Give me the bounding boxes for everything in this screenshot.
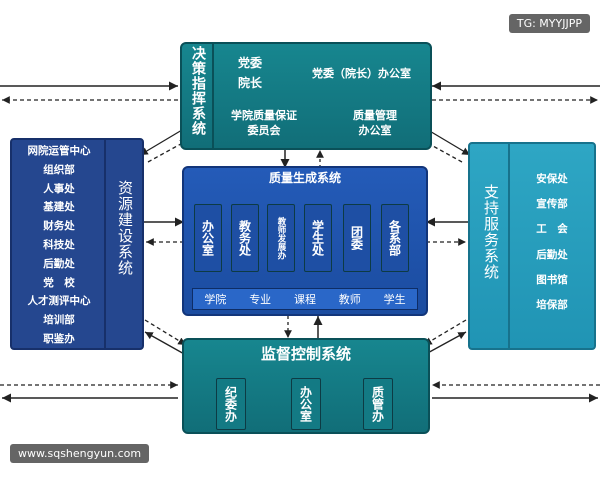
list-item: 基建处 (43, 201, 75, 214)
quality-unit-academic-affairs: 教务处 (231, 204, 259, 272)
list-item: 党 校 (43, 276, 75, 289)
watermark-bottom: www.sqshengyun.com (10, 444, 150, 463)
list-item: 人才测评中心 (27, 295, 91, 308)
quality-unit-teacher-development: 教师发展办 (267, 204, 295, 272)
bottom-item: 学院 (204, 293, 227, 306)
supervision-system-title: 监督控制系统 (260, 345, 351, 363)
supervision-unit-discipline: 纪委办 (216, 378, 246, 430)
quality-unit-departments: 各系部 (381, 204, 409, 272)
support-list: 安保处 宣传部 工 会 后勤处 图书馆 培保部 (512, 172, 592, 312)
list-item: 组织部 (43, 163, 75, 176)
list-item: 网院运管中心 (27, 145, 91, 157)
bottom-item: 专业 (249, 293, 272, 306)
quality-bottom-bar: 学院 专业 课程 教师 学生 (192, 288, 418, 310)
list-item: 工 会 (536, 223, 568, 236)
quality-unit-youth-league: 团委 (343, 204, 371, 272)
bottom-item: 教师 (338, 293, 361, 306)
quality-system-title: 质量生成系统 (268, 171, 341, 185)
list-item: 科技处 (43, 238, 75, 251)
support-system-title: 支持服务系统 (482, 184, 500, 280)
decision-system-box (180, 42, 432, 150)
resources-list: 网院运管中心 组织部 人事处 基建处 财务处 科技处 后勤处 党 校 人才测评中… (12, 144, 106, 346)
resources-system-title: 资源建设系统 (116, 180, 134, 276)
list-item: 宣传部 (536, 198, 568, 211)
resources-divider (104, 140, 106, 348)
dean-label: 院长 (238, 76, 263, 90)
list-item: 图书馆 (536, 273, 568, 286)
bottom-item: 课程 (293, 293, 316, 306)
party-office-label: 党委（院长）办公室 (312, 67, 411, 80)
decision-divider (212, 44, 214, 148)
quality-unit-office: 办公室 (194, 204, 222, 272)
list-item: 安保处 (536, 173, 568, 185)
bottom-item: 学生 (383, 293, 406, 306)
support-system-box (468, 142, 596, 350)
quality-committee-label: 学院质量保证 委员会 (231, 109, 297, 137)
decision-system-title: 决策指挥系统 (190, 46, 206, 136)
party-committee-label: 党委 (238, 56, 263, 70)
list-item: 培训部 (43, 314, 75, 327)
supervision-unit-quality: 质管办 (363, 378, 393, 430)
quality-office-label: 质量管理 办公室 (353, 109, 397, 137)
list-item: 培保部 (536, 298, 568, 311)
list-item: 人事处 (43, 182, 75, 195)
resources-system-box (10, 138, 144, 350)
list-item: 后勤处 (536, 248, 568, 261)
watermark-top: TG: MYYJJPP (508, 14, 590, 33)
list-item: 后勤处 (43, 257, 75, 270)
quality-unit-student-affairs: 学生处 (304, 204, 332, 272)
list-item: 财务处 (43, 220, 75, 233)
support-divider (508, 144, 510, 348)
list-item: 职鉴办 (43, 332, 75, 345)
supervision-unit-office: 办公室 (291, 378, 321, 430)
